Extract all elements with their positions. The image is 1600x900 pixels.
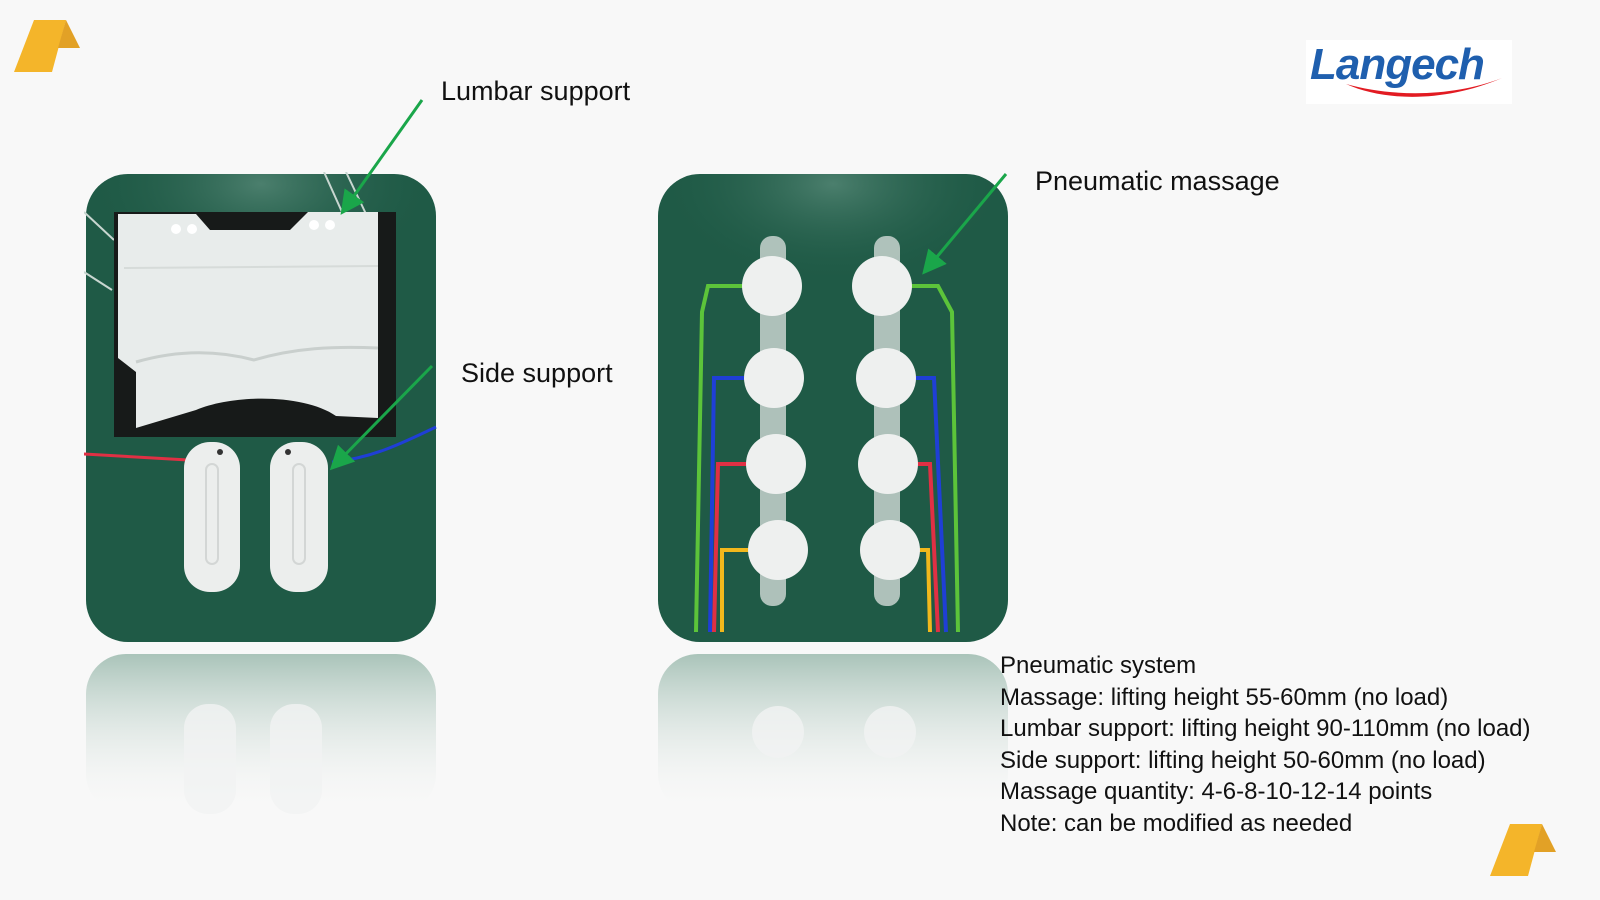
photo-pneumatic-massage — [656, 172, 1016, 822]
logo-swoosh — [1346, 78, 1502, 97]
spec-line: Lumbar support: lifting height 90-110mm … — [1000, 715, 1531, 742]
photo-lumbar-side-support — [84, 172, 444, 822]
arrow-side-support — [329, 364, 434, 471]
spec-line: Massage quantity: 4-6-8-10-12-14 points — [1000, 778, 1433, 805]
arrow-pneumatic-massage — [922, 173, 1008, 275]
arrow-lumbar-support — [340, 99, 424, 215]
specs-title: Pneumatic system — [1000, 652, 1197, 679]
spec-line: Side support: lifting height 50-60mm (no… — [1000, 746, 1486, 774]
label-pneumatic-massage: Pneumatic massage — [1035, 166, 1280, 196]
specs-block: Pneumatic system Massage: lifting height… — [1000, 650, 1531, 839]
spec-line: Note: can be modified as needed — [1000, 809, 1353, 837]
label-lumbar-support: Lumbar support — [441, 76, 631, 106]
label-side-support: Side support — [461, 358, 613, 388]
brand-logo: Langech — [1306, 40, 1512, 104]
corner-mark-top-left — [14, 20, 80, 76]
spec-line: Massage: lifting height 55-60mm (no load… — [1000, 683, 1449, 711]
corner-mark-bottom-right — [1490, 824, 1556, 880]
brand-logo-text: Langech — [1310, 40, 1485, 89]
